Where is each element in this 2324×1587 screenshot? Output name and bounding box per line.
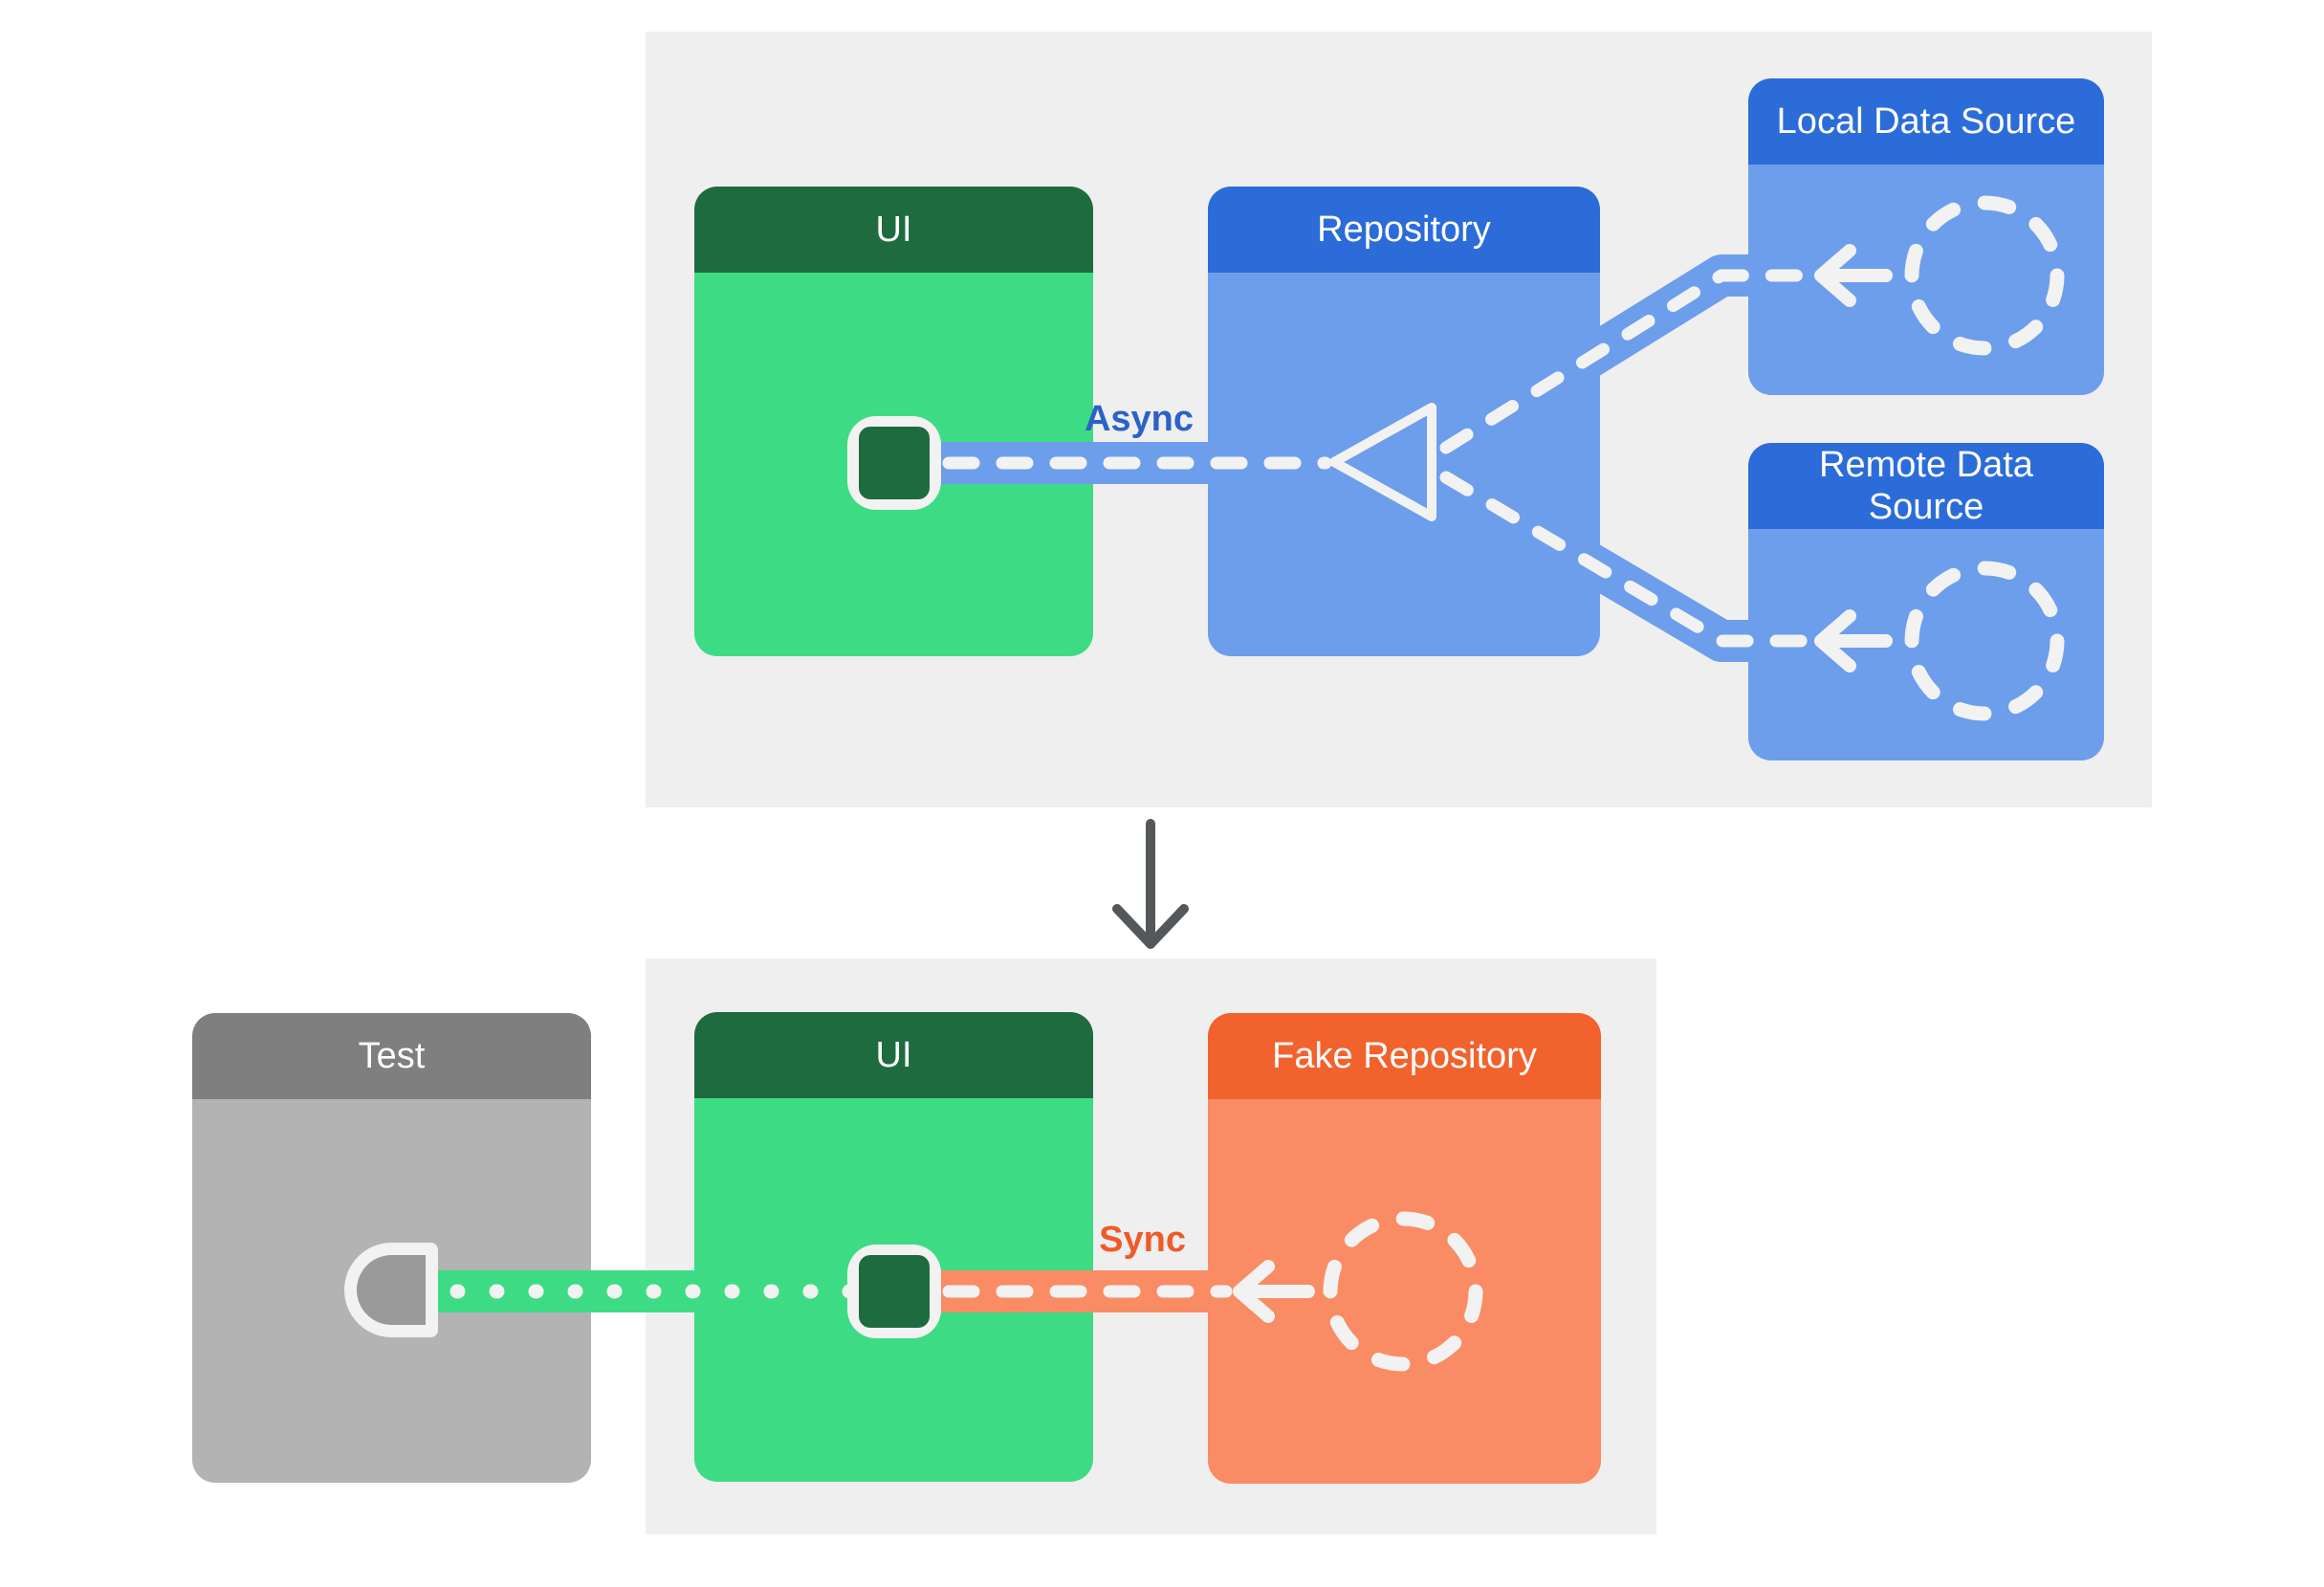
phone-app-icon-test-screen [859, 1255, 930, 1328]
phone-app-icon-test [847, 1245, 941, 1338]
local-data-source-title: Local Data Source [1776, 101, 2076, 142]
sync-label: Sync [1099, 1220, 1186, 1260]
repository-box: Repository [1208, 187, 1600, 656]
test-box-title: Test [358, 1036, 426, 1076]
phone-app-icon [847, 416, 941, 510]
ui-box-test-title: UI [875, 1035, 912, 1075]
repository-box-header: Repository [1208, 187, 1600, 273]
ui-box-test-header: UI [694, 1012, 1093, 1098]
repository-box-body [1208, 273, 1600, 656]
remote-data-source-body [1748, 529, 2104, 760]
phone-app-icon-screen [859, 427, 930, 499]
remote-data-source-header: Remote Data Source [1748, 443, 2104, 529]
fake-repository-title: Fake Repository [1272, 1036, 1537, 1076]
repository-box-title: Repository [1317, 209, 1491, 250]
local-data-source-header: Local Data Source [1748, 78, 2104, 165]
local-data-source-box: Local Data Source [1748, 78, 2104, 395]
ui-box-title: UI [875, 209, 912, 250]
test-socket-icon [344, 1243, 438, 1337]
test-box-header: Test [192, 1013, 591, 1099]
fake-repository-header: Fake Repository [1208, 1013, 1601, 1099]
remote-data-source-box: Remote Data Source [1748, 443, 2104, 760]
down-arrow-icon [1112, 819, 1189, 949]
fake-repository-box: Fake Repository [1208, 1013, 1601, 1484]
async-label: Async [1084, 399, 1194, 439]
ui-box-header: UI [694, 187, 1093, 273]
local-data-source-body [1748, 165, 2104, 395]
fake-repository-body [1208, 1099, 1601, 1484]
remote-data-source-title: Remote Data Source [1819, 445, 2033, 527]
